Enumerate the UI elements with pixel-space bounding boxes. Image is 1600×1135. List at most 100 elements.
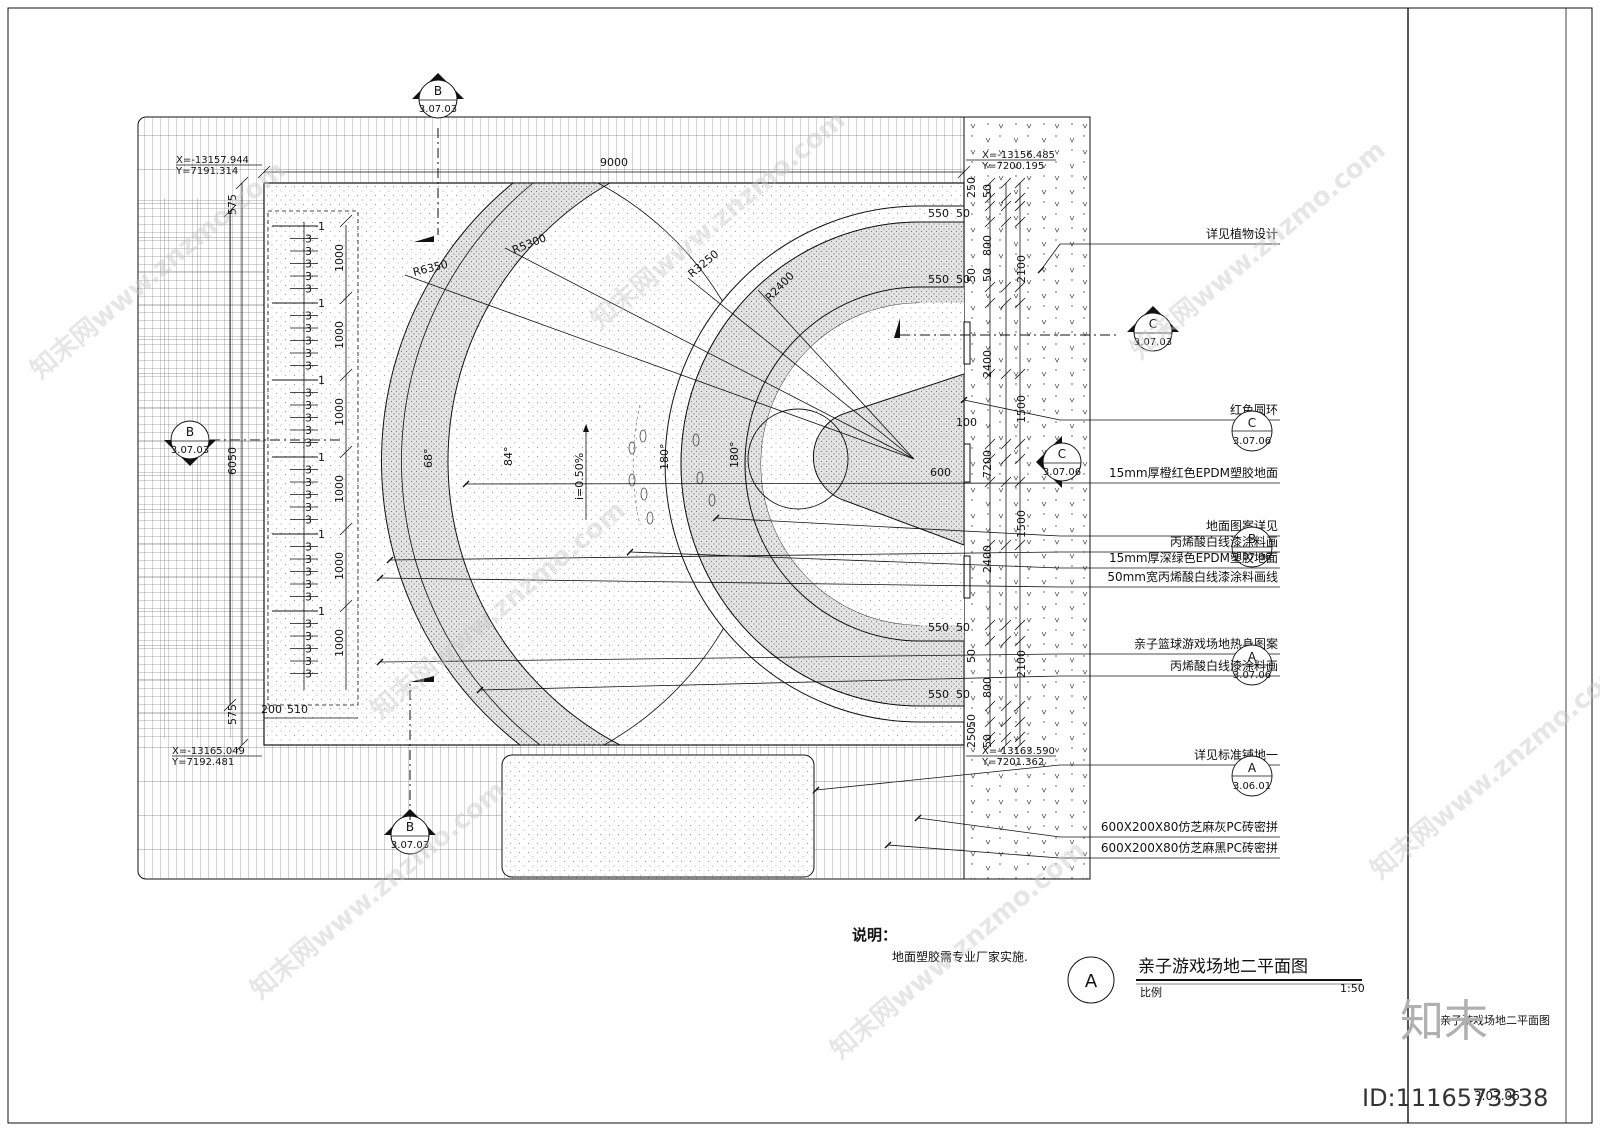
stair-number: 3 bbox=[305, 310, 312, 323]
callout-text: 50mm宽丙烯酸白线漆涂料画线 bbox=[1107, 569, 1278, 584]
dim-slope: i=0.50% bbox=[573, 453, 586, 500]
notes-text: 地面塑胶需专业厂家实施. bbox=[892, 949, 1028, 964]
watermark-text: 知末网www.znzmo.com bbox=[1125, 135, 1391, 365]
right-dim: 800 bbox=[981, 235, 994, 256]
section-mark-top: B3.07.03 bbox=[412, 73, 464, 119]
drawing-title: A 亲子游戏场地二平面图 比例 1:50 bbox=[1067, 956, 1365, 1004]
svg-text:Y=7201.362: Y=7201.362 bbox=[981, 757, 1044, 768]
inner-arc-band bbox=[680, 221, 965, 707]
callout-text: 丙烯酸白线漆涂料画 bbox=[1170, 534, 1278, 549]
right-dim: 550 bbox=[928, 621, 949, 634]
callout: 600X200X80仿芝麻灰PC砖密拼 bbox=[914, 814, 1280, 838]
brand-id: ID:1116573338 bbox=[1362, 1084, 1548, 1112]
callout: 50mm宽丙烯酸白线漆涂料画线 bbox=[376, 569, 1280, 588]
dim-angle-2: 84° bbox=[502, 447, 515, 467]
stair-number: 3 bbox=[305, 618, 312, 631]
stair-number: 3 bbox=[305, 553, 312, 566]
right-dim: 2400 bbox=[981, 350, 994, 378]
radius-lines bbox=[404, 247, 915, 460]
outer-arc-band bbox=[381, 182, 621, 746]
right-dim: 2100 bbox=[1015, 650, 1028, 678]
right-dim: 50 bbox=[956, 621, 970, 634]
title-block-sheet-name: 亲子游戏场地二平面图 bbox=[1440, 1013, 1550, 1027]
dim-top-margin: 575 bbox=[226, 194, 239, 215]
svg-text:X=-13157.944: X=-13157.944 bbox=[176, 155, 249, 166]
right-dim: 550 bbox=[928, 207, 949, 220]
svg-text:X=-13156.485: X=-13156.485 bbox=[982, 150, 1055, 161]
hoop-lower bbox=[963, 555, 971, 599]
stair-number: 1 bbox=[318, 374, 325, 387]
title-scale-label: 比例 bbox=[1140, 985, 1162, 999]
dim-overall-height: 6050 bbox=[226, 447, 239, 475]
dim-key-gap: 100 bbox=[956, 416, 977, 429]
coordinate-top-right: X=-13156.485 Y=7200.195 bbox=[966, 150, 1056, 172]
hoop-upper bbox=[963, 321, 971, 365]
callout-text: 15mm厚深绿色EPDM塑胶地面 bbox=[1109, 550, 1278, 565]
right-dim: 50 bbox=[956, 688, 970, 701]
brand-logo: 知末 bbox=[1400, 996, 1488, 1047]
stair-number: 3 bbox=[305, 399, 312, 412]
stair-seg-dim: 1000 bbox=[333, 629, 346, 657]
coordinate-bottom-left: X=-13165.049 Y=7192.481 bbox=[171, 746, 262, 768]
callout-text: 详见植物设计 bbox=[1206, 226, 1278, 241]
stair-number: 3 bbox=[305, 412, 312, 425]
stair-number: 3 bbox=[305, 360, 312, 373]
svg-text:Y=7192.481: Y=7192.481 bbox=[171, 757, 234, 768]
callout-text: 丙烯酸白线漆涂料画 bbox=[1170, 658, 1278, 673]
right-dim: 50 bbox=[981, 268, 994, 282]
paving-left bbox=[138, 198, 264, 738]
stair-number: 3 bbox=[305, 424, 312, 437]
stair-number: 3 bbox=[305, 270, 312, 283]
right-dim: 550 bbox=[928, 688, 949, 701]
dim-strip-width: 510 bbox=[287, 703, 308, 716]
sheet-border bbox=[7, 7, 1593, 1124]
stair-seg-dim: 1000 bbox=[333, 552, 346, 580]
dim-angle-1: 68° bbox=[422, 449, 435, 469]
stair-number: 3 bbox=[305, 566, 312, 579]
callout: 丙烯酸白线漆涂料画 bbox=[476, 658, 1280, 694]
section-sheet: 3.07.03 bbox=[391, 840, 429, 851]
material-callouts: 详见植物设计红色圆环C3.07.0615mm厚橙红色EPDM塑胶地面地面图案详见… bbox=[376, 226, 1280, 859]
stair-number: 3 bbox=[305, 347, 312, 360]
right-dim: 250 bbox=[965, 177, 978, 198]
right-dim: 50 bbox=[965, 649, 978, 663]
dim-key-width: 600 bbox=[930, 466, 951, 479]
stair-number: 1 bbox=[318, 605, 325, 618]
stair-number: 3 bbox=[305, 464, 312, 477]
callout-text: 15mm厚橙红色EPDM塑胶地面 bbox=[1109, 465, 1278, 480]
callout-letter: C bbox=[1248, 416, 1256, 430]
section-sheet: 3.07.03 bbox=[1134, 337, 1172, 348]
stair-number: 3 bbox=[305, 476, 312, 489]
section-mark-right-inner: C3.07.06 bbox=[1036, 436, 1082, 488]
stair-number: 3 bbox=[305, 541, 312, 554]
section-letter: B bbox=[186, 425, 194, 439]
callout-sheet: 3.06.01 bbox=[1233, 781, 1271, 792]
free-throw-circle bbox=[747, 408, 849, 510]
stair-number: 3 bbox=[305, 501, 312, 514]
stair-number: 3 bbox=[305, 655, 312, 668]
stair-number: 3 bbox=[305, 643, 312, 656]
section-mark-right: C3.07.03 bbox=[1127, 306, 1179, 352]
title-letter: A bbox=[1085, 971, 1098, 992]
stair-number: 3 bbox=[305, 668, 312, 681]
stair-number: 3 bbox=[305, 591, 312, 604]
stair-number: 3 bbox=[305, 437, 312, 450]
right-dim: 2400 bbox=[981, 545, 994, 573]
callout-letter: A bbox=[1248, 761, 1257, 775]
callout: 15mm厚橙红色EPDM塑胶地面 bbox=[462, 465, 1280, 488]
section-mark-bottom: B3.07.03 bbox=[384, 809, 436, 855]
dim-angle-3: 180° bbox=[658, 444, 671, 471]
right-dim: 50 bbox=[965, 268, 978, 282]
stair-number: 3 bbox=[305, 233, 312, 246]
title-name: 亲子游戏场地二平面图 bbox=[1138, 957, 1308, 977]
section-sheet: 3.07.03 bbox=[171, 445, 209, 456]
stair-number: 3 bbox=[305, 630, 312, 643]
stair-number: 3 bbox=[305, 258, 312, 271]
right-dim: 250 bbox=[965, 727, 978, 748]
